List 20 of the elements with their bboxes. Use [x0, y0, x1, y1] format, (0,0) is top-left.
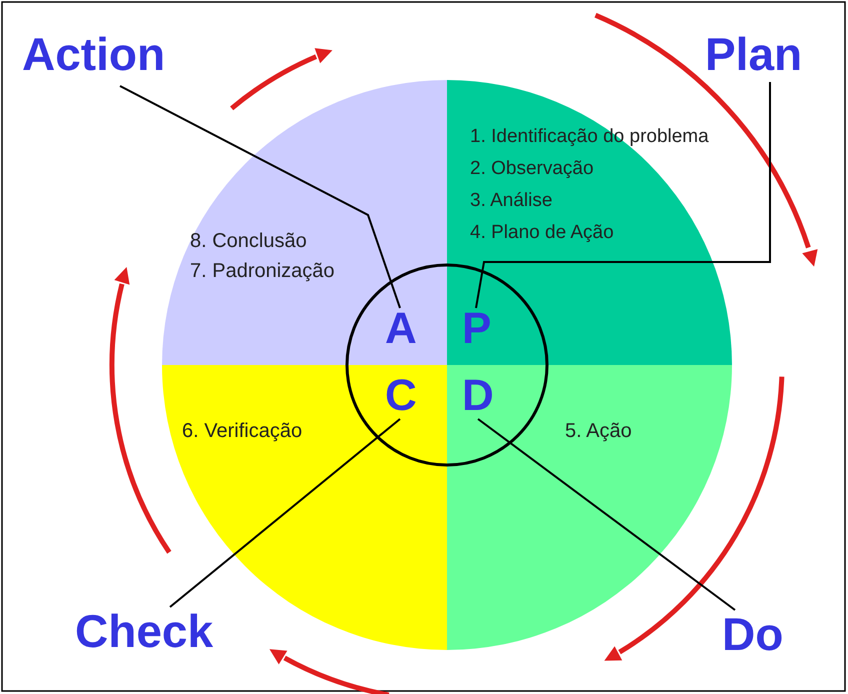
- phase-letter: P: [462, 305, 492, 353]
- step-text: 1. Identificação do problema: [470, 125, 709, 148]
- phase-label: Check: [75, 605, 214, 657]
- step-text: 8. Conclusão: [190, 230, 307, 253]
- leader-line: [475, 82, 771, 308]
- step-text: 5. Ação: [565, 420, 632, 443]
- step-text: 3. Análise: [470, 189, 552, 212]
- step-text: 6. Verificação: [182, 420, 302, 443]
- step-text: 7. Padronização: [190, 260, 335, 283]
- leader-line: [169, 418, 401, 608]
- leader-line: [477, 418, 736, 611]
- phase-letter: A: [385, 305, 417, 353]
- leader-line: [120, 85, 401, 308]
- step-text: 2. Observação: [470, 157, 594, 180]
- phase-label: Plan: [705, 28, 802, 80]
- phase-letter: D: [462, 372, 494, 420]
- step-text: 4. Plano de Ação: [470, 221, 614, 244]
- phase-label: Do: [722, 608, 784, 660]
- phase-label: Action: [22, 28, 166, 80]
- phase-letter: C: [385, 372, 417, 420]
